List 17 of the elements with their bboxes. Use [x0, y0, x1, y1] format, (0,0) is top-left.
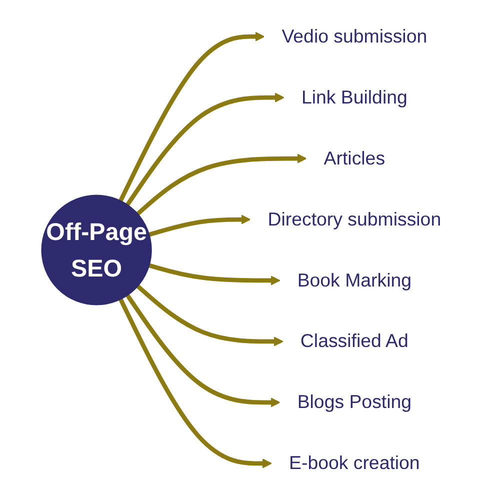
node-text: E-book creation	[288, 452, 420, 474]
node-text: Book Marking	[297, 270, 412, 291]
node-text: Vedio submission	[282, 26, 427, 47]
node-text: Articles	[324, 148, 385, 169]
arrow	[136, 284, 284, 346]
arrow	[125, 294, 280, 408]
arrow	[125, 92, 284, 206]
arrow	[136, 154, 306, 216]
node-circle: Off-Page SEO	[41, 194, 152, 306]
arrow	[148, 263, 280, 286]
arrow	[148, 214, 250, 237]
arrow	[118, 32, 264, 202]
node-text: Directory submission	[268, 208, 441, 230]
node-text: Blogs Posting	[297, 392, 412, 413]
node-text: Classified Ad	[300, 330, 408, 352]
node-text: Link Building	[301, 86, 408, 108]
arrow	[118, 298, 272, 468]
